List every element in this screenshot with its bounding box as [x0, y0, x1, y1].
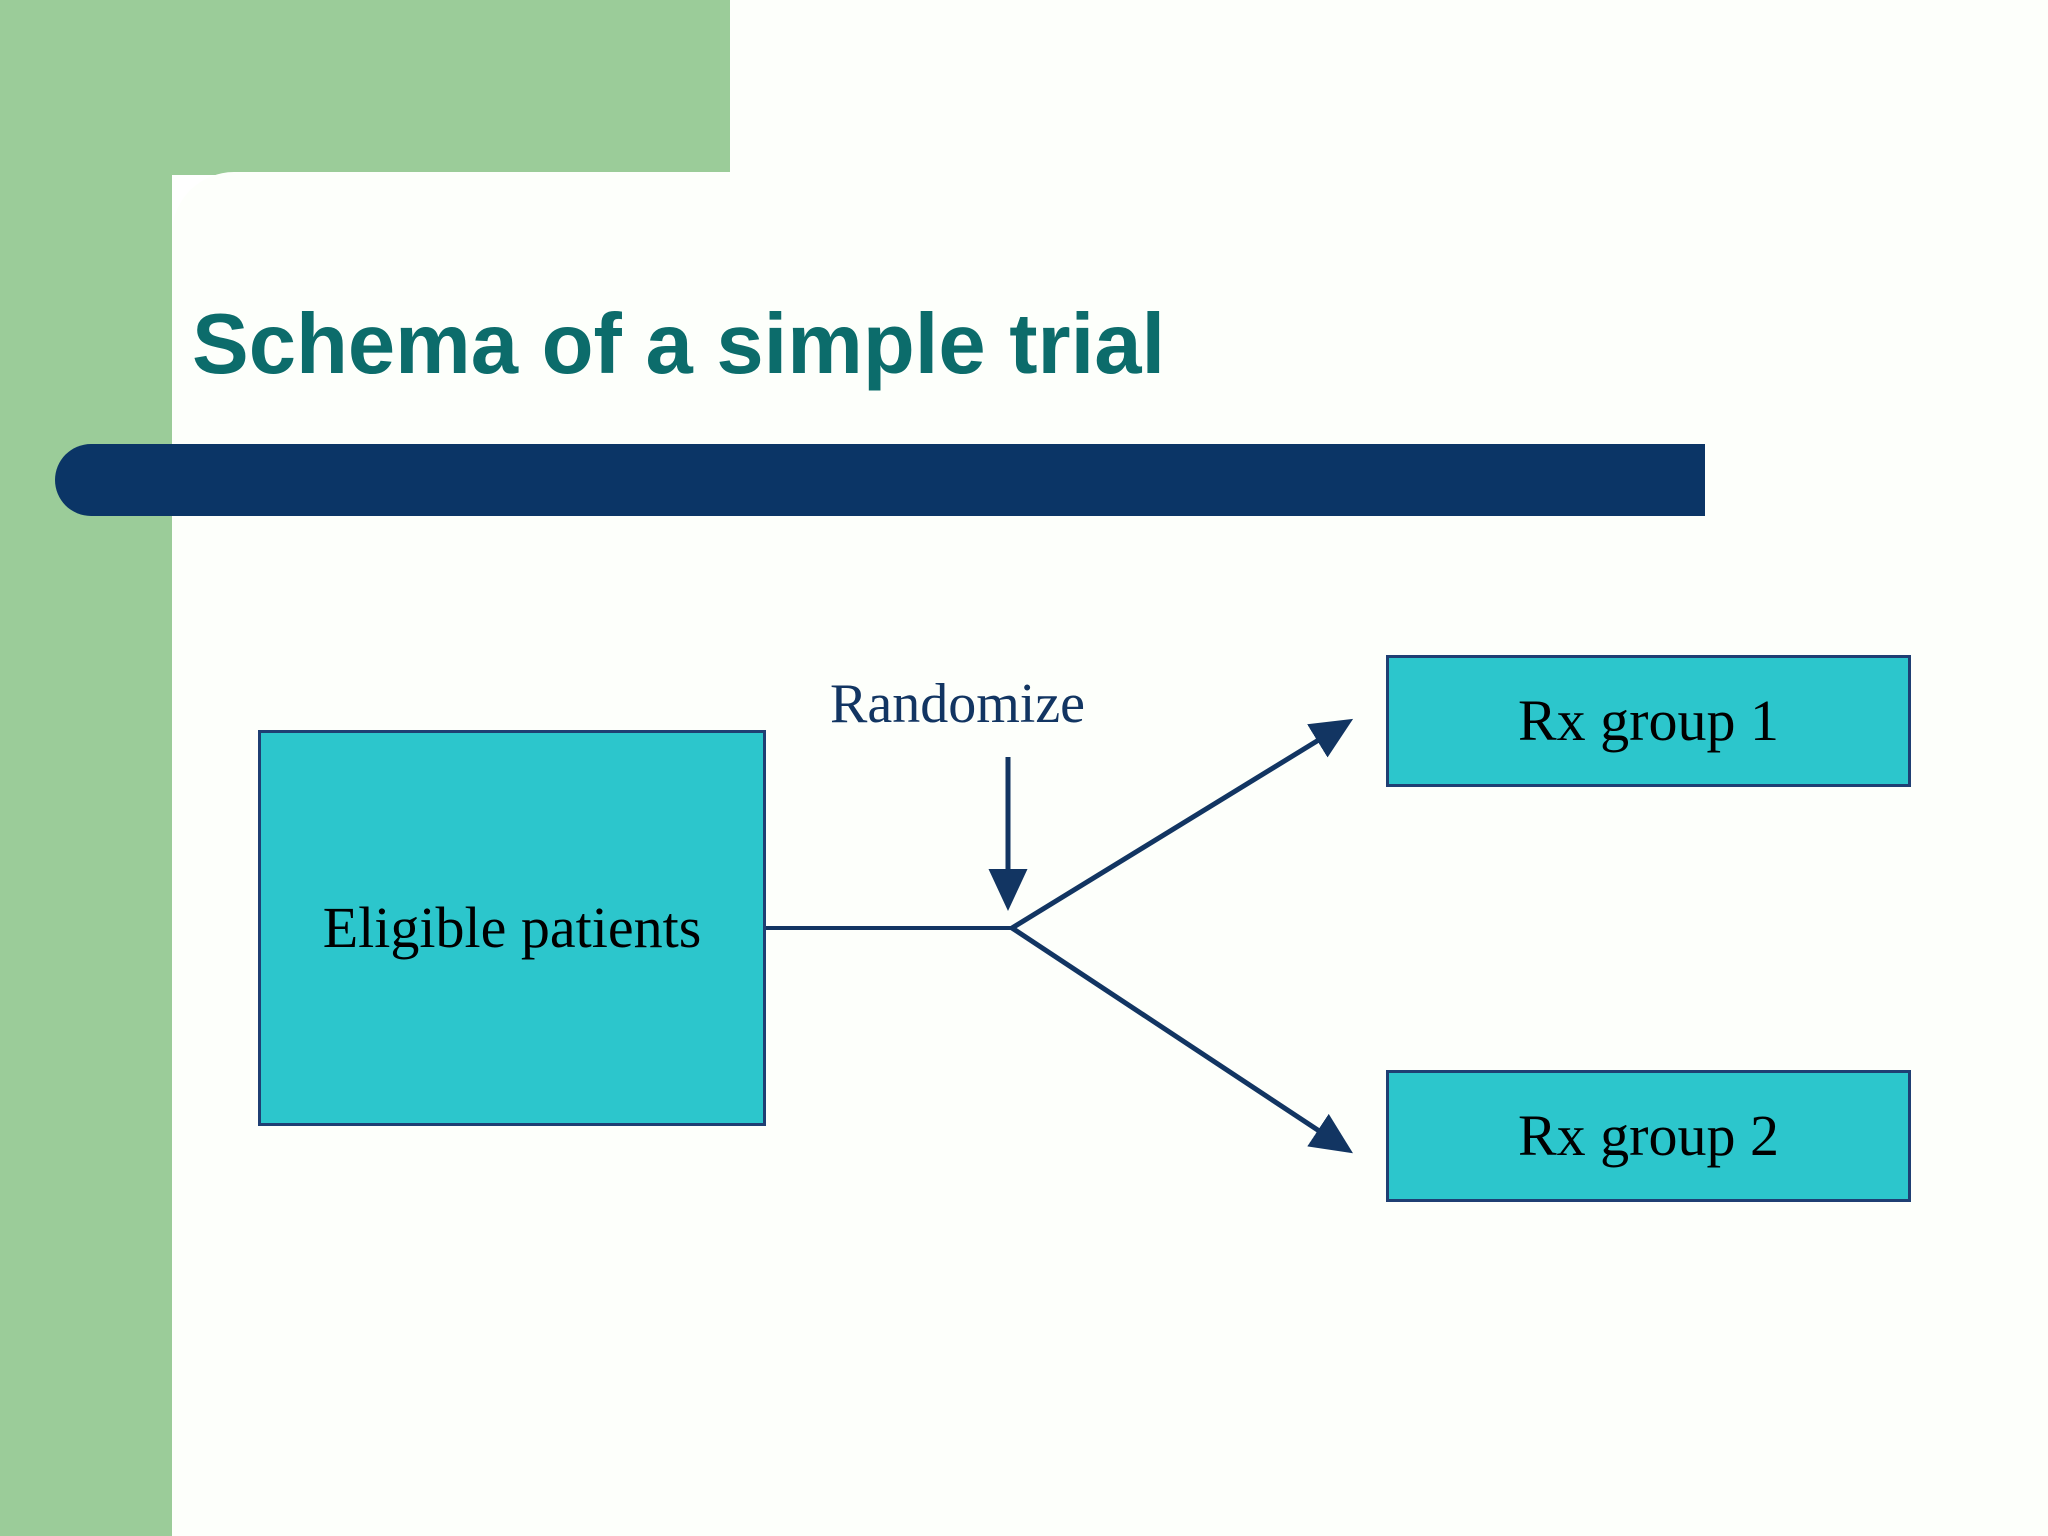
node-eligible-patients[interactable]: Eligible patients	[258, 730, 766, 1126]
decor-green-top-block	[0, 0, 730, 175]
node-rx-group-1-label: Rx group 1	[1518, 687, 1779, 753]
label-randomize: Randomize	[830, 673, 1086, 735]
node-rx-group-2[interactable]: Rx group 2	[1386, 1070, 1911, 1202]
node-rx-group-1[interactable]: Rx group 1	[1386, 655, 1911, 787]
connector-branch-to-rx2	[1010, 925, 1354, 1154]
decor-white-top-right	[730, 0, 2048, 175]
node-eligible-patients-label: Eligible patients	[322, 894, 702, 960]
decor-green-left-bar	[0, 0, 172, 1536]
page-title: Schema of a simple trial	[192, 297, 1166, 392]
title-underline-bar	[55, 444, 1705, 516]
node-rx-group-2-label: Rx group 2	[1518, 1102, 1779, 1168]
connector-branch-to-rx1	[1010, 718, 1354, 931]
